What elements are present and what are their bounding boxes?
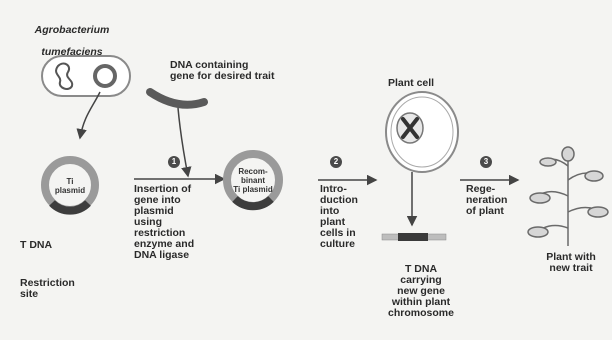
step-2-text: Intro- duction into plant cells in cultu…: [320, 184, 358, 250]
t-dna-carrying-label: T DNA carrying new gene within plant chr…: [378, 264, 464, 319]
bacterium-name-line1: Agrobacterium: [35, 24, 110, 36]
final-plant-label: Plant with new trait: [538, 252, 604, 274]
step-1-text: Insertion of gene into plasmid using res…: [134, 184, 194, 261]
step-1-badge: 1: [168, 156, 180, 168]
restriction-site-label: Restriction site: [20, 278, 75, 300]
bacterium-name: Agrobacterium tumefaciens: [32, 14, 112, 58]
plant-cell-label: Plant cell: [388, 78, 434, 89]
dna-fragment-icon: [150, 92, 204, 105]
ti-plasmid-label: Ti plasmid: [50, 177, 90, 195]
recombinant-plasmid-label: Recom- binant Ti plasmid: [228, 167, 278, 194]
plant-icon: [528, 147, 608, 246]
step-3-text: Rege- neration of plant: [466, 184, 507, 217]
plant-chromosome-bar: [382, 233, 446, 241]
step-3-badge: 3: [480, 156, 492, 168]
bacterium-name-line2: tumefaciens: [41, 46, 102, 58]
step-2-badge: 2: [330, 156, 342, 168]
arrow-bacterium-to-plasmid: [80, 92, 100, 138]
plant-cell: [386, 92, 458, 172]
t-dna-label: T DNA: [20, 240, 52, 251]
bacterium-cell: [42, 56, 130, 96]
arrow-dna-to-insertion: [178, 108, 188, 176]
dna-source-label: DNA containing gene for desired trait: [170, 60, 274, 82]
